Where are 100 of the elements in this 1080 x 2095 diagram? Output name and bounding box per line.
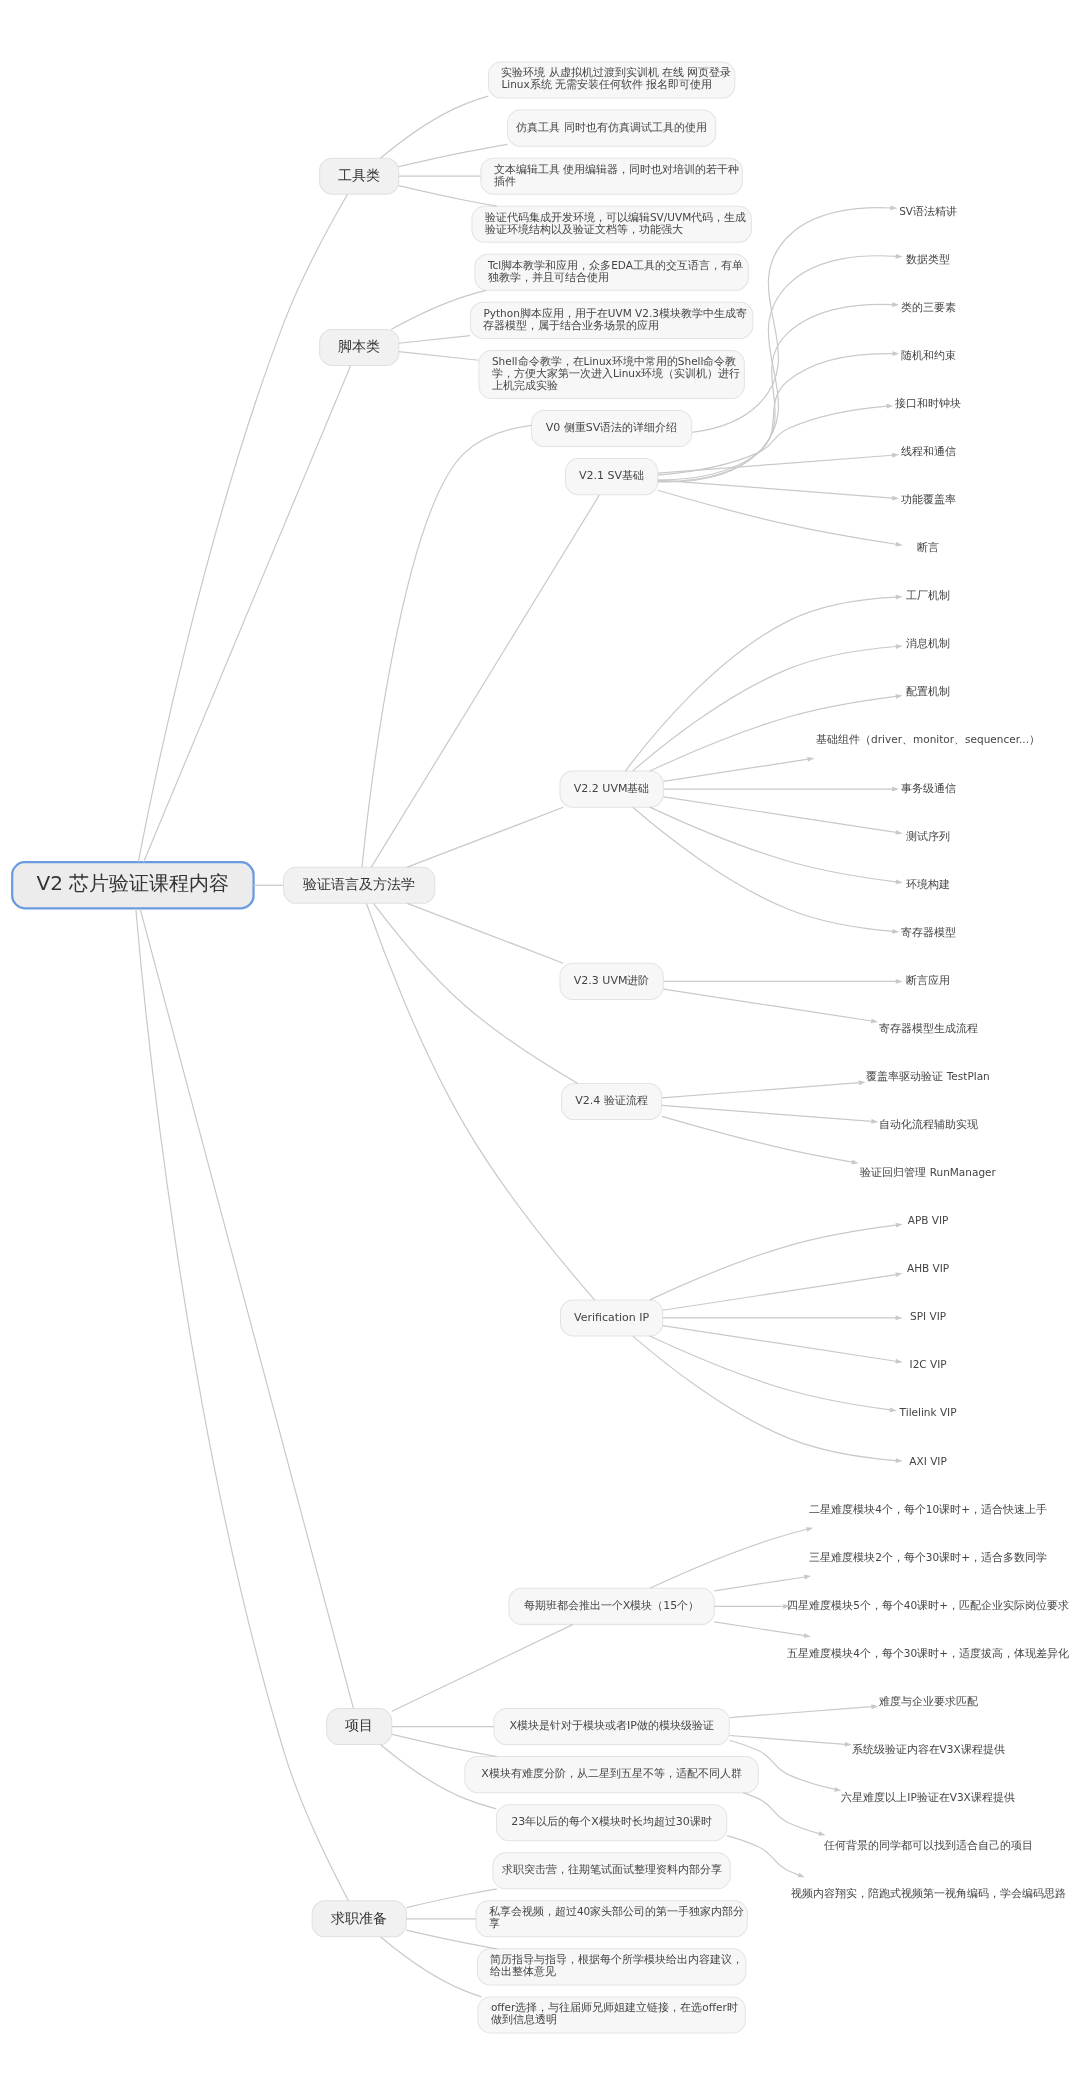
- connector: [361, 424, 532, 868]
- arrow: [742, 1792, 826, 1836]
- node-text: 系统级验证内容在V3X课程提供: [851, 1742, 1005, 1755]
- connector: [253, 884, 284, 886]
- node-box: 仿真工具 同时也有仿真调试工具的使用: [506, 109, 717, 147]
- node-text: 工厂机制: [906, 589, 951, 602]
- node-text: 接口和时钟块: [895, 396, 962, 409]
- node-text: 六星难度以上IP验证在V3X课程提供: [841, 1791, 1015, 1804]
- arrow: [713, 1574, 812, 1592]
- node-box: 项目: [326, 1708, 393, 1746]
- connector: [405, 1918, 477, 1920]
- connector: [380, 95, 489, 159]
- arrow: [632, 806, 900, 934]
- arrow: [662, 786, 899, 792]
- node-box: 脚本类: [319, 328, 400, 366]
- connector: [372, 902, 579, 1085]
- node-box: X模块有难度分阶，从二星到五星不等，适配不同人群: [464, 1756, 759, 1794]
- node-text: 寄存器模型生成流程: [878, 1021, 978, 1034]
- connector: [406, 902, 564, 964]
- node-text: 消息机制: [906, 637, 951, 650]
- node-text: SV语法精讲: [899, 204, 958, 217]
- arrow: [657, 302, 900, 482]
- node-text: Tilelink VIP: [899, 1406, 957, 1419]
- arrow: [662, 1315, 903, 1321]
- node-box: Verification IP: [560, 1299, 664, 1337]
- arrow: [657, 489, 903, 547]
- node-text: 断言: [917, 541, 940, 554]
- node-text: 三星难度模块2个，每个30课时+，适合多数同学: [809, 1550, 1048, 1563]
- node-box: Tcl脚本教学和应用，众多EDA工具的交互语言，有单独教学，并且可结合使用: [474, 253, 749, 291]
- node-box: 每期班都会推出一个X模块（15个）: [508, 1587, 715, 1625]
- arrow: [713, 1621, 811, 1638]
- connector: [398, 185, 498, 207]
- connector: [380, 1936, 483, 1998]
- arrow: [657, 403, 894, 476]
- arrow: [632, 644, 903, 772]
- node-box: V2.2 UVM基础: [559, 770, 664, 808]
- node-text: 任何背景的同学都可以找到适合自己的项目: [823, 1839, 1033, 1852]
- node-text: AHB VIP: [906, 1262, 950, 1275]
- arrow: [661, 1104, 879, 1124]
- node-text: I2C VIP: [909, 1358, 947, 1371]
- arrow: [657, 351, 900, 481]
- connector: [139, 908, 354, 1709]
- arrow: [661, 1080, 866, 1099]
- arrow: [632, 1335, 903, 1463]
- node-text: 五星难度模块4个，每个30课时+，适度拔高，体现差异化: [787, 1646, 1070, 1659]
- node-text: 类的三要素: [900, 300, 956, 313]
- arrow: [728, 1739, 842, 1792]
- node-box: 验证代码集成开发环境，可以编辑SV/UVM代码，生成验证环境结构以及验证文档等，功能强大: [471, 205, 752, 243]
- node-text: 自动化流程辅助实现: [878, 1118, 978, 1131]
- arrow: [662, 1325, 903, 1364]
- node-text: 基础组件（driver、monitor、sequencer...）: [816, 733, 1041, 746]
- connector: [398, 351, 480, 361]
- node-box: Python脚本应用，用于在UVM V2.3模块教学中生成寄存器模型，属于结合业务场景的应用: [469, 301, 754, 339]
- arrow: [649, 1222, 903, 1301]
- arrow: [662, 796, 903, 835]
- arrow: [649, 1335, 897, 1413]
- arrow: [649, 806, 903, 885]
- node-text: 难度与企业要求匹配: [878, 1694, 978, 1707]
- connector: [142, 365, 352, 863]
- connector: [391, 1623, 574, 1712]
- arrow: [726, 1835, 805, 1878]
- node-box: 工具类: [319, 157, 400, 195]
- node-text: 测试序列: [906, 829, 951, 842]
- arrow: [657, 452, 900, 474]
- connector: [137, 193, 349, 863]
- connector: [391, 1725, 495, 1728]
- node-box: 私享会视频，超过40家头部公司的第一手独家内部分享: [475, 1900, 748, 1938]
- node-text: 寄存器模型: [900, 925, 956, 938]
- node-text: 事务级通信: [900, 781, 956, 794]
- connector: [398, 175, 482, 177]
- arrow: [729, 1704, 879, 1719]
- connector: [390, 289, 487, 330]
- node-text: 功能覆盖率: [900, 493, 956, 506]
- arrow: [649, 1527, 814, 1589]
- arrow: [657, 479, 900, 501]
- node-text: 数据类型: [906, 252, 951, 265]
- connector: [135, 907, 349, 1902]
- arrow: [624, 594, 903, 772]
- node-text: 四星难度模块5个，每个40课时+，匹配企业实际岗位要求: [787, 1598, 1070, 1611]
- connector: [391, 1733, 498, 1758]
- connector: [370, 494, 600, 868]
- node-text: APB VIP: [907, 1214, 949, 1227]
- node-text: 二星难度模块4个，每个10课时+，适合快速上手: [809, 1502, 1048, 1515]
- node-box: V2.3 UVM进阶: [559, 962, 664, 1000]
- node-box: 验证语言及方法学: [283, 866, 436, 904]
- connector: [365, 902, 596, 1301]
- node-text: SPI VIP: [910, 1310, 947, 1323]
- connector: [398, 143, 508, 168]
- arrow: [729, 1734, 852, 1747]
- node-box: V2.4 验证流程: [561, 1083, 663, 1121]
- arrow: [662, 988, 879, 1024]
- node-text: 断言应用: [906, 973, 951, 986]
- node-text: 配置机制: [906, 685, 951, 698]
- node-text: 随机和约束: [900, 348, 956, 361]
- arrow: [662, 978, 903, 984]
- node-box: offer选择，与往届师兄师姐建立链接，在选offer时做到信息透明: [477, 1996, 746, 2034]
- arrow: [662, 756, 815, 782]
- connector: [398, 334, 471, 344]
- connector: [405, 1929, 498, 1950]
- node-text: 线程和通信: [900, 445, 956, 457]
